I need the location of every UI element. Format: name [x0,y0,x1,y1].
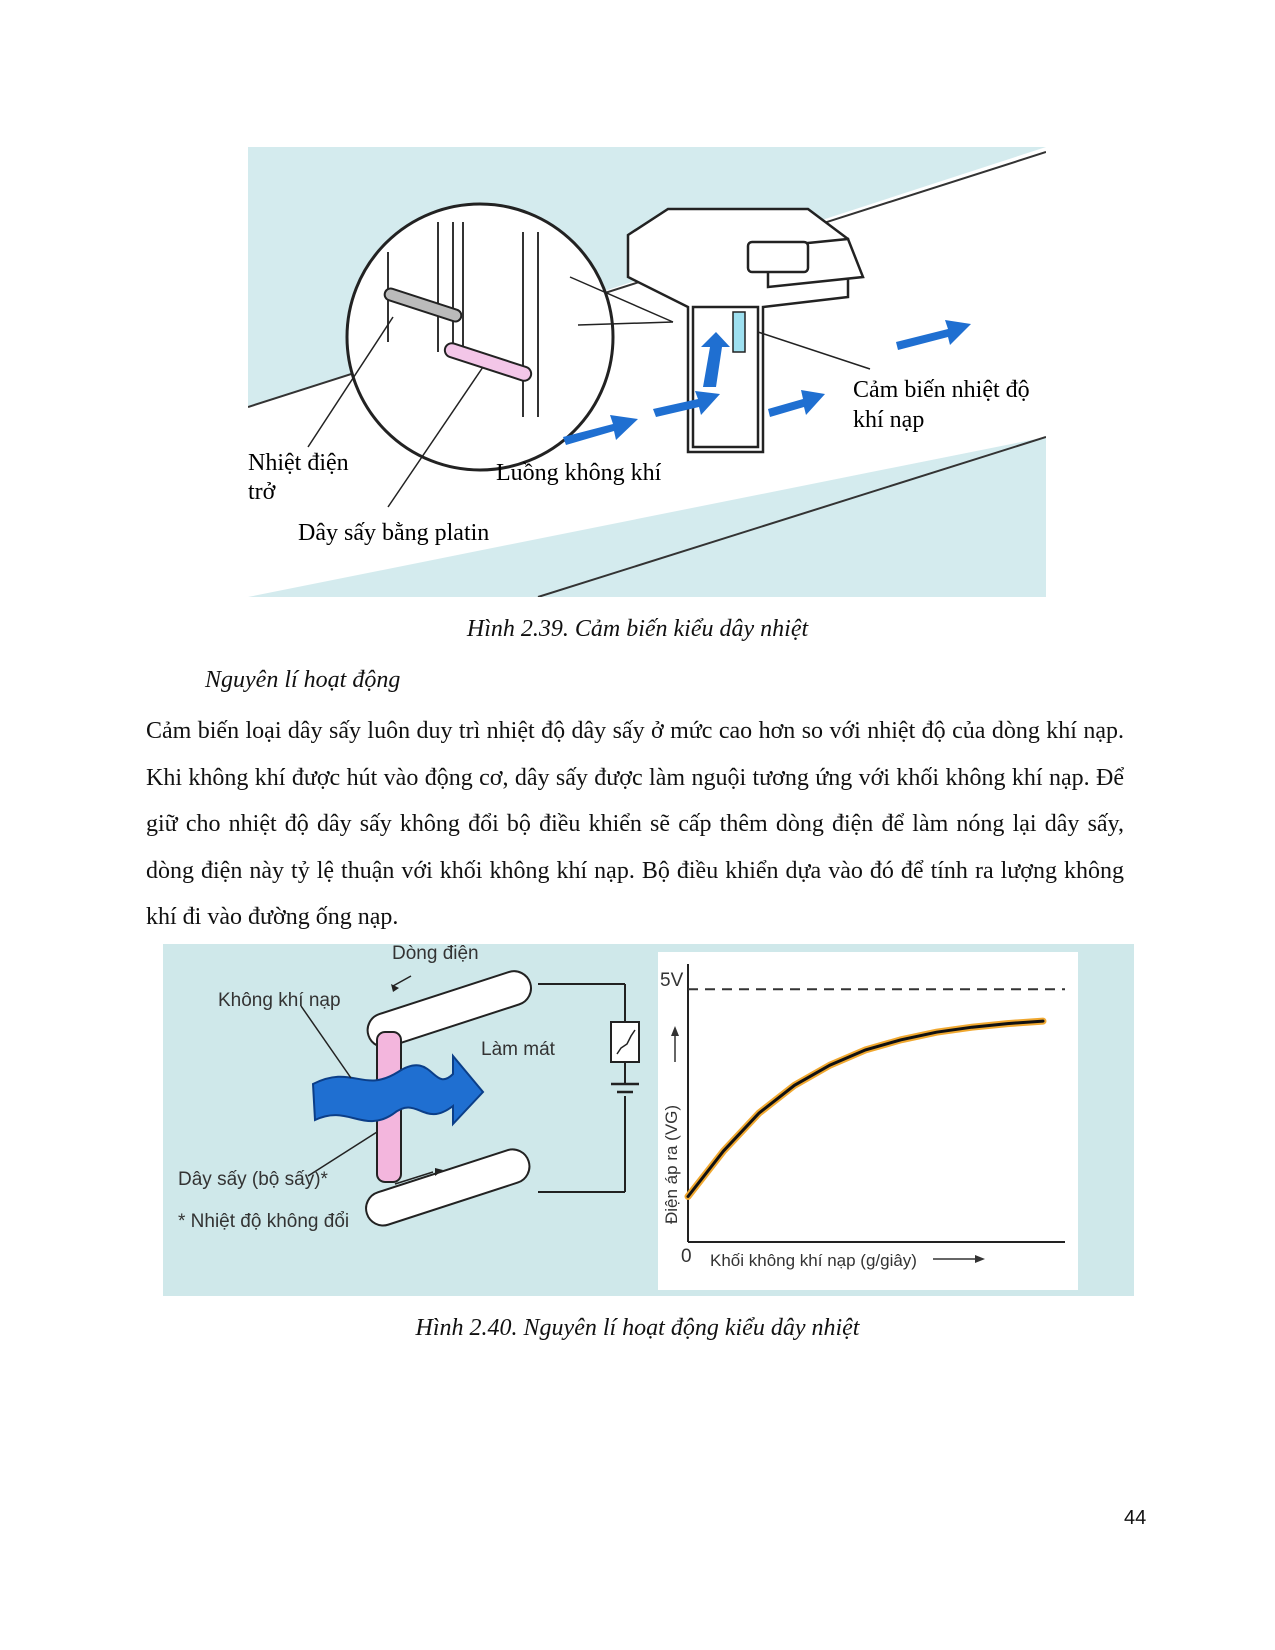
x-axis-label: Khối không khí nạp (g/giây) [710,1251,917,1270]
figure-caption-2-39: Hình 2.39. Cảm biến kiểu dây nhiệt [466,616,809,642]
label-current: Dòng điện [392,944,479,964]
figure-hot-wire-sensor: Nhiệt điện trở Dây sấy bằng platin Luồng… [248,147,1046,597]
y-axis-label: Điện áp ra (VG) [662,1105,681,1224]
label-heater: Dây sấy (bộ sấy)* [178,1169,329,1190]
page-number: 44 [1124,1507,1147,1529]
x-origin-label: 0 [681,1246,692,1267]
voltage-chart: 5V 0 Khối không khí nạp (g/giây) Điện áp… [658,952,1078,1290]
label-intake-air: Không khí nạp [218,990,341,1011]
label-airflow: Luồng không khí [496,460,662,486]
label-constant-temp-note: * Nhiệt độ không đổi [178,1211,349,1232]
body-paragraph: Cảm biến loại dây sấy luôn duy trì nhiệt… [146,718,1124,930]
label-thermistor-2: trở [248,479,276,505]
figure-hot-wire-principle: Dòng điện Không khí nạp Làm mát Dây sấy … [163,944,1134,1296]
label-intake-temp: Cảm biến nhiệt độ [853,377,1030,403]
label-cooling: Làm mát [481,1039,556,1060]
label-platinum-wire: Dây sấy bằng platin [298,520,489,546]
label-thermistor: Nhiệt điện [248,450,349,476]
reference-line-label: 5V [660,970,684,991]
schematic-diagram: Dòng điện Không khí nạp Làm mát Dây sấy … [178,944,640,1232]
series-curve [686,1019,1045,1198]
figure-caption-2-40: Hình 2.40. Nguyên lí hoạt động kiểu dây … [415,1315,860,1341]
label-intake-temp-2: khí nạp [853,407,924,433]
section-subheading: Nguyên lí hoạt động [205,667,401,693]
